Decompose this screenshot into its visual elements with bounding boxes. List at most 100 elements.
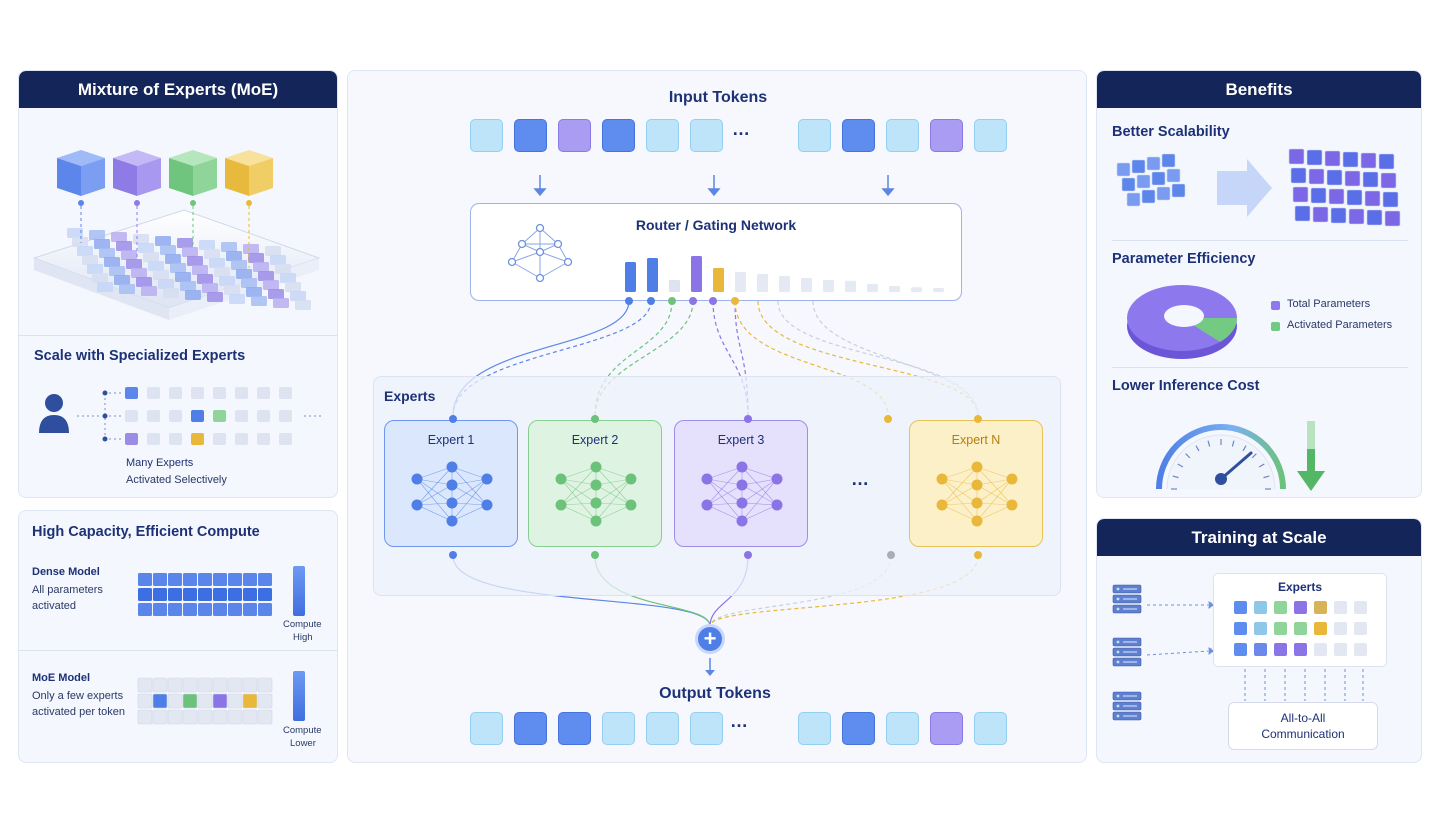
comm-label-1: All-to-All — [1280, 711, 1326, 725]
expert-cell — [1314, 643, 1327, 656]
expert-cell — [1334, 601, 1347, 614]
token — [886, 119, 919, 152]
token — [646, 712, 679, 745]
all-to-all-box: All-to-All Communication — [1228, 702, 1378, 750]
gate-bar — [735, 272, 746, 292]
routing-connections — [452, 297, 979, 627]
expert-cell — [1274, 622, 1287, 635]
expert-cell — [1354, 643, 1367, 656]
inference-cost-title: Lower Inference Cost — [1112, 378, 1260, 394]
token — [798, 712, 831, 745]
gate-bar — [779, 276, 790, 292]
capacity-panel: High Capacity, Efficient Compute Dense M… — [18, 510, 338, 763]
moe-desc-2: activated per token — [32, 706, 125, 718]
cube-gold-icon — [225, 150, 273, 196]
input-arrows — [533, 175, 895, 197]
experts-title: Experts — [384, 388, 436, 404]
token — [558, 712, 591, 745]
token — [602, 119, 635, 152]
dense-desc-2: activated — [32, 600, 77, 612]
moe-compute-label-1: Compute — [283, 725, 322, 736]
comm-label-2: Communication — [1261, 727, 1345, 741]
token — [886, 712, 919, 745]
gate-bar — [801, 278, 812, 292]
token — [842, 712, 875, 745]
expert-3: Expert 3 — [674, 420, 808, 547]
expert-cell — [1234, 622, 1247, 635]
expert-cell — [1334, 622, 1347, 635]
expert-cell — [1274, 643, 1287, 656]
center-panel: Input Tokens … Router / Gating Network — [347, 70, 1087, 763]
moe-block-illustration — [137, 677, 273, 725]
expert-cell — [1254, 643, 1267, 656]
expert-cell — [1354, 601, 1367, 614]
gate-bar — [867, 284, 878, 292]
token — [974, 712, 1007, 745]
scale-title: Scale with Specialized Experts — [34, 348, 246, 364]
gate-bar — [669, 280, 680, 292]
server-icon — [1112, 691, 1142, 721]
expert-cell — [1314, 622, 1327, 635]
moe-panel-title: Mixture of Experts (MoE) — [19, 71, 337, 108]
expert-cell — [1234, 601, 1247, 614]
scale-caption-2: Activated Selectively — [126, 474, 227, 486]
plus-icon: + — [703, 626, 717, 651]
training-title: Training at Scale — [1097, 519, 1421, 556]
token — [646, 119, 679, 152]
neural-net-icon — [555, 461, 637, 527]
server-icon — [1112, 584, 1142, 614]
gate-bar-chart — [625, 256, 944, 292]
token — [842, 119, 875, 152]
expert-cell — [1254, 622, 1267, 635]
moe-compute-label-2: Lower — [290, 738, 316, 749]
combine-node: + — [695, 624, 725, 654]
token — [798, 119, 831, 152]
user-icon — [39, 394, 69, 433]
expert-cell — [1354, 622, 1367, 635]
moe-compute-bar — [293, 671, 305, 721]
output-arrow — [705, 658, 715, 676]
token — [690, 119, 723, 152]
expert-cell — [1294, 643, 1307, 656]
output-tokens-title: Output Tokens — [659, 685, 771, 702]
token — [930, 119, 963, 152]
benefits-panel: Benefits Better Scalability Parameter Ef… — [1096, 70, 1422, 498]
output-ellipsis: … — [730, 711, 749, 731]
token — [514, 119, 547, 152]
legend-active: Activated Parameters — [1287, 319, 1393, 331]
arrow-down-icon — [1297, 421, 1325, 491]
param-efficiency-title: Parameter Efficiency — [1112, 251, 1256, 267]
expert-cell — [1254, 601, 1267, 614]
training-panel: Training at Scale Experts All-to-All Com… — [1096, 518, 1422, 763]
gate-bar — [911, 287, 922, 292]
moe-cubes-illustration — [32, 150, 321, 320]
cube-blue-icon — [57, 150, 105, 196]
neural-net-icon — [411, 461, 493, 527]
token — [470, 712, 503, 745]
legend-total: Total Parameters — [1287, 298, 1371, 310]
dense-title: Dense Model — [32, 566, 100, 578]
dense-desc-1: All parameters — [32, 584, 103, 596]
network-icon — [507, 223, 573, 283]
scale-experts-diagram — [39, 387, 321, 445]
moe-desc-1: Only a few experts — [32, 690, 124, 702]
dense-block-illustration — [138, 573, 272, 616]
gate-bar — [889, 286, 900, 292]
token — [470, 119, 503, 152]
experts-grid-label: Experts — [1277, 580, 1323, 594]
dense-compute-bar — [293, 566, 305, 616]
parameter-donut-chart — [1127, 285, 1238, 359]
token — [602, 712, 635, 745]
capacity-title: High Capacity, Efficient Compute — [32, 524, 260, 540]
token — [974, 119, 1007, 152]
gate-bar — [625, 262, 636, 292]
router-box: Router / Gating Network — [470, 203, 962, 301]
dense-compute-label-1: Compute — [283, 619, 322, 630]
token — [514, 712, 547, 745]
expert-connection-dots — [449, 415, 982, 559]
dense-compute-label-2: High — [293, 632, 313, 643]
token — [930, 712, 963, 745]
neural-net-icon — [936, 461, 1018, 527]
neural-net-icon — [701, 461, 783, 527]
input-ellipsis: … — [732, 119, 751, 139]
